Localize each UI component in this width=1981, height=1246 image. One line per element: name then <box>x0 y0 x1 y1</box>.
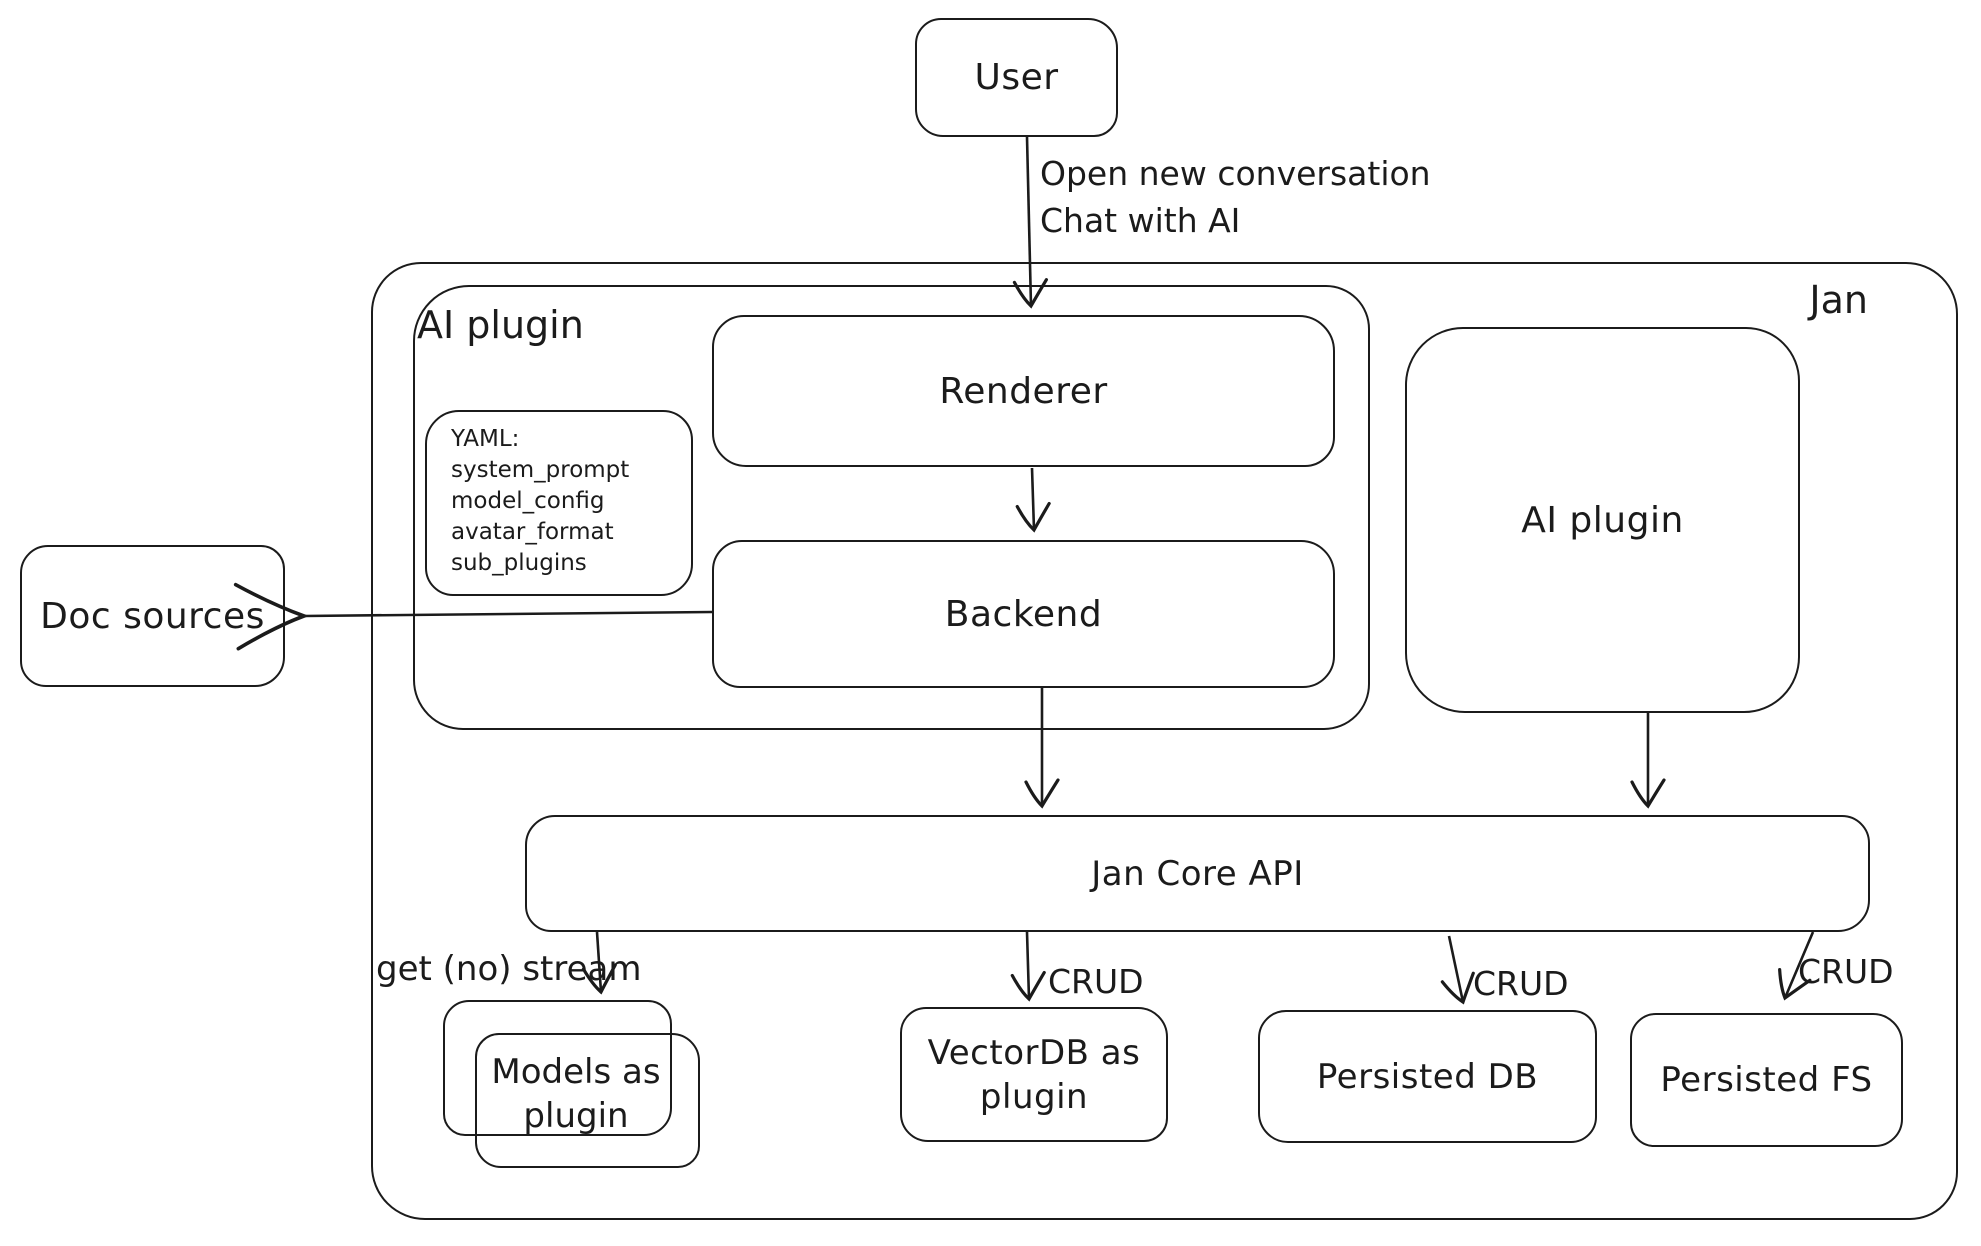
node-persisted-db-label: Persisted DB <box>1316 1056 1539 1097</box>
node-models-label: Models as plugin <box>491 1052 661 1136</box>
note-yaml-line: sub_plugins <box>451 550 587 576</box>
node-persisted-db: Persisted DB <box>1258 1010 1597 1143</box>
node-user-label: User <box>974 57 1059 98</box>
edge-label-crud-persisted-fs: CRUD <box>1798 952 1894 991</box>
edge-label-crud-persisted-db: CRUD <box>1473 964 1569 1003</box>
note-yaml: YAML: system_prompt model_config avatar_… <box>425 410 693 596</box>
edge-label-chat-with-ai: Chat with AI <box>1040 201 1241 240</box>
node-doc-sources-label: Doc sources <box>40 595 265 637</box>
node-backend-label: Backend <box>944 593 1103 635</box>
node-renderer: Renderer <box>712 315 1335 467</box>
note-yaml-line: system_prompt <box>451 457 630 483</box>
note-yaml-line: YAML: <box>451 426 520 452</box>
edge-label-open-conversation: Open new conversation <box>1040 154 1431 193</box>
node-jan-core-api-label: Jan Core API <box>1091 853 1304 894</box>
node-user: User <box>915 18 1118 137</box>
node-doc-sources: Doc sources <box>20 545 285 687</box>
container-jan-label: Jan <box>1809 278 1868 322</box>
edge-label-crud-vectordb: CRUD <box>1048 962 1144 1001</box>
node-models-box-back <box>443 1000 672 1136</box>
note-yaml-line: model_config <box>451 488 605 514</box>
edge-label-user-to-renderer: Open new conversation Chat with AI <box>1040 150 1431 244</box>
node-ai-plugin-right-label: AI plugin <box>1521 499 1684 541</box>
container-ai-plugin: AI plugin <box>413 285 1370 730</box>
note-yaml-line: avatar_format <box>451 519 614 545</box>
node-vectordb-label: VectorDB as plugin <box>927 1032 1141 1117</box>
container-ai-plugin-label: AI plugin <box>417 303 584 347</box>
node-vectordb: VectorDB as plugin <box>900 1007 1168 1142</box>
node-backend: Backend <box>712 540 1335 688</box>
edge-label-get-no-stream: get (no) stream <box>376 949 642 989</box>
node-persisted-fs-label: Persisted FS <box>1660 1060 1873 1100</box>
node-models-box-front <box>475 1033 700 1168</box>
node-jan-core-api: Jan Core API <box>525 815 1870 932</box>
node-renderer-label: Renderer <box>939 370 1108 412</box>
node-ai-plugin-right: AI plugin <box>1405 327 1800 713</box>
node-persisted-fs: Persisted FS <box>1630 1013 1903 1147</box>
container-jan: Jan <box>371 262 1958 1220</box>
